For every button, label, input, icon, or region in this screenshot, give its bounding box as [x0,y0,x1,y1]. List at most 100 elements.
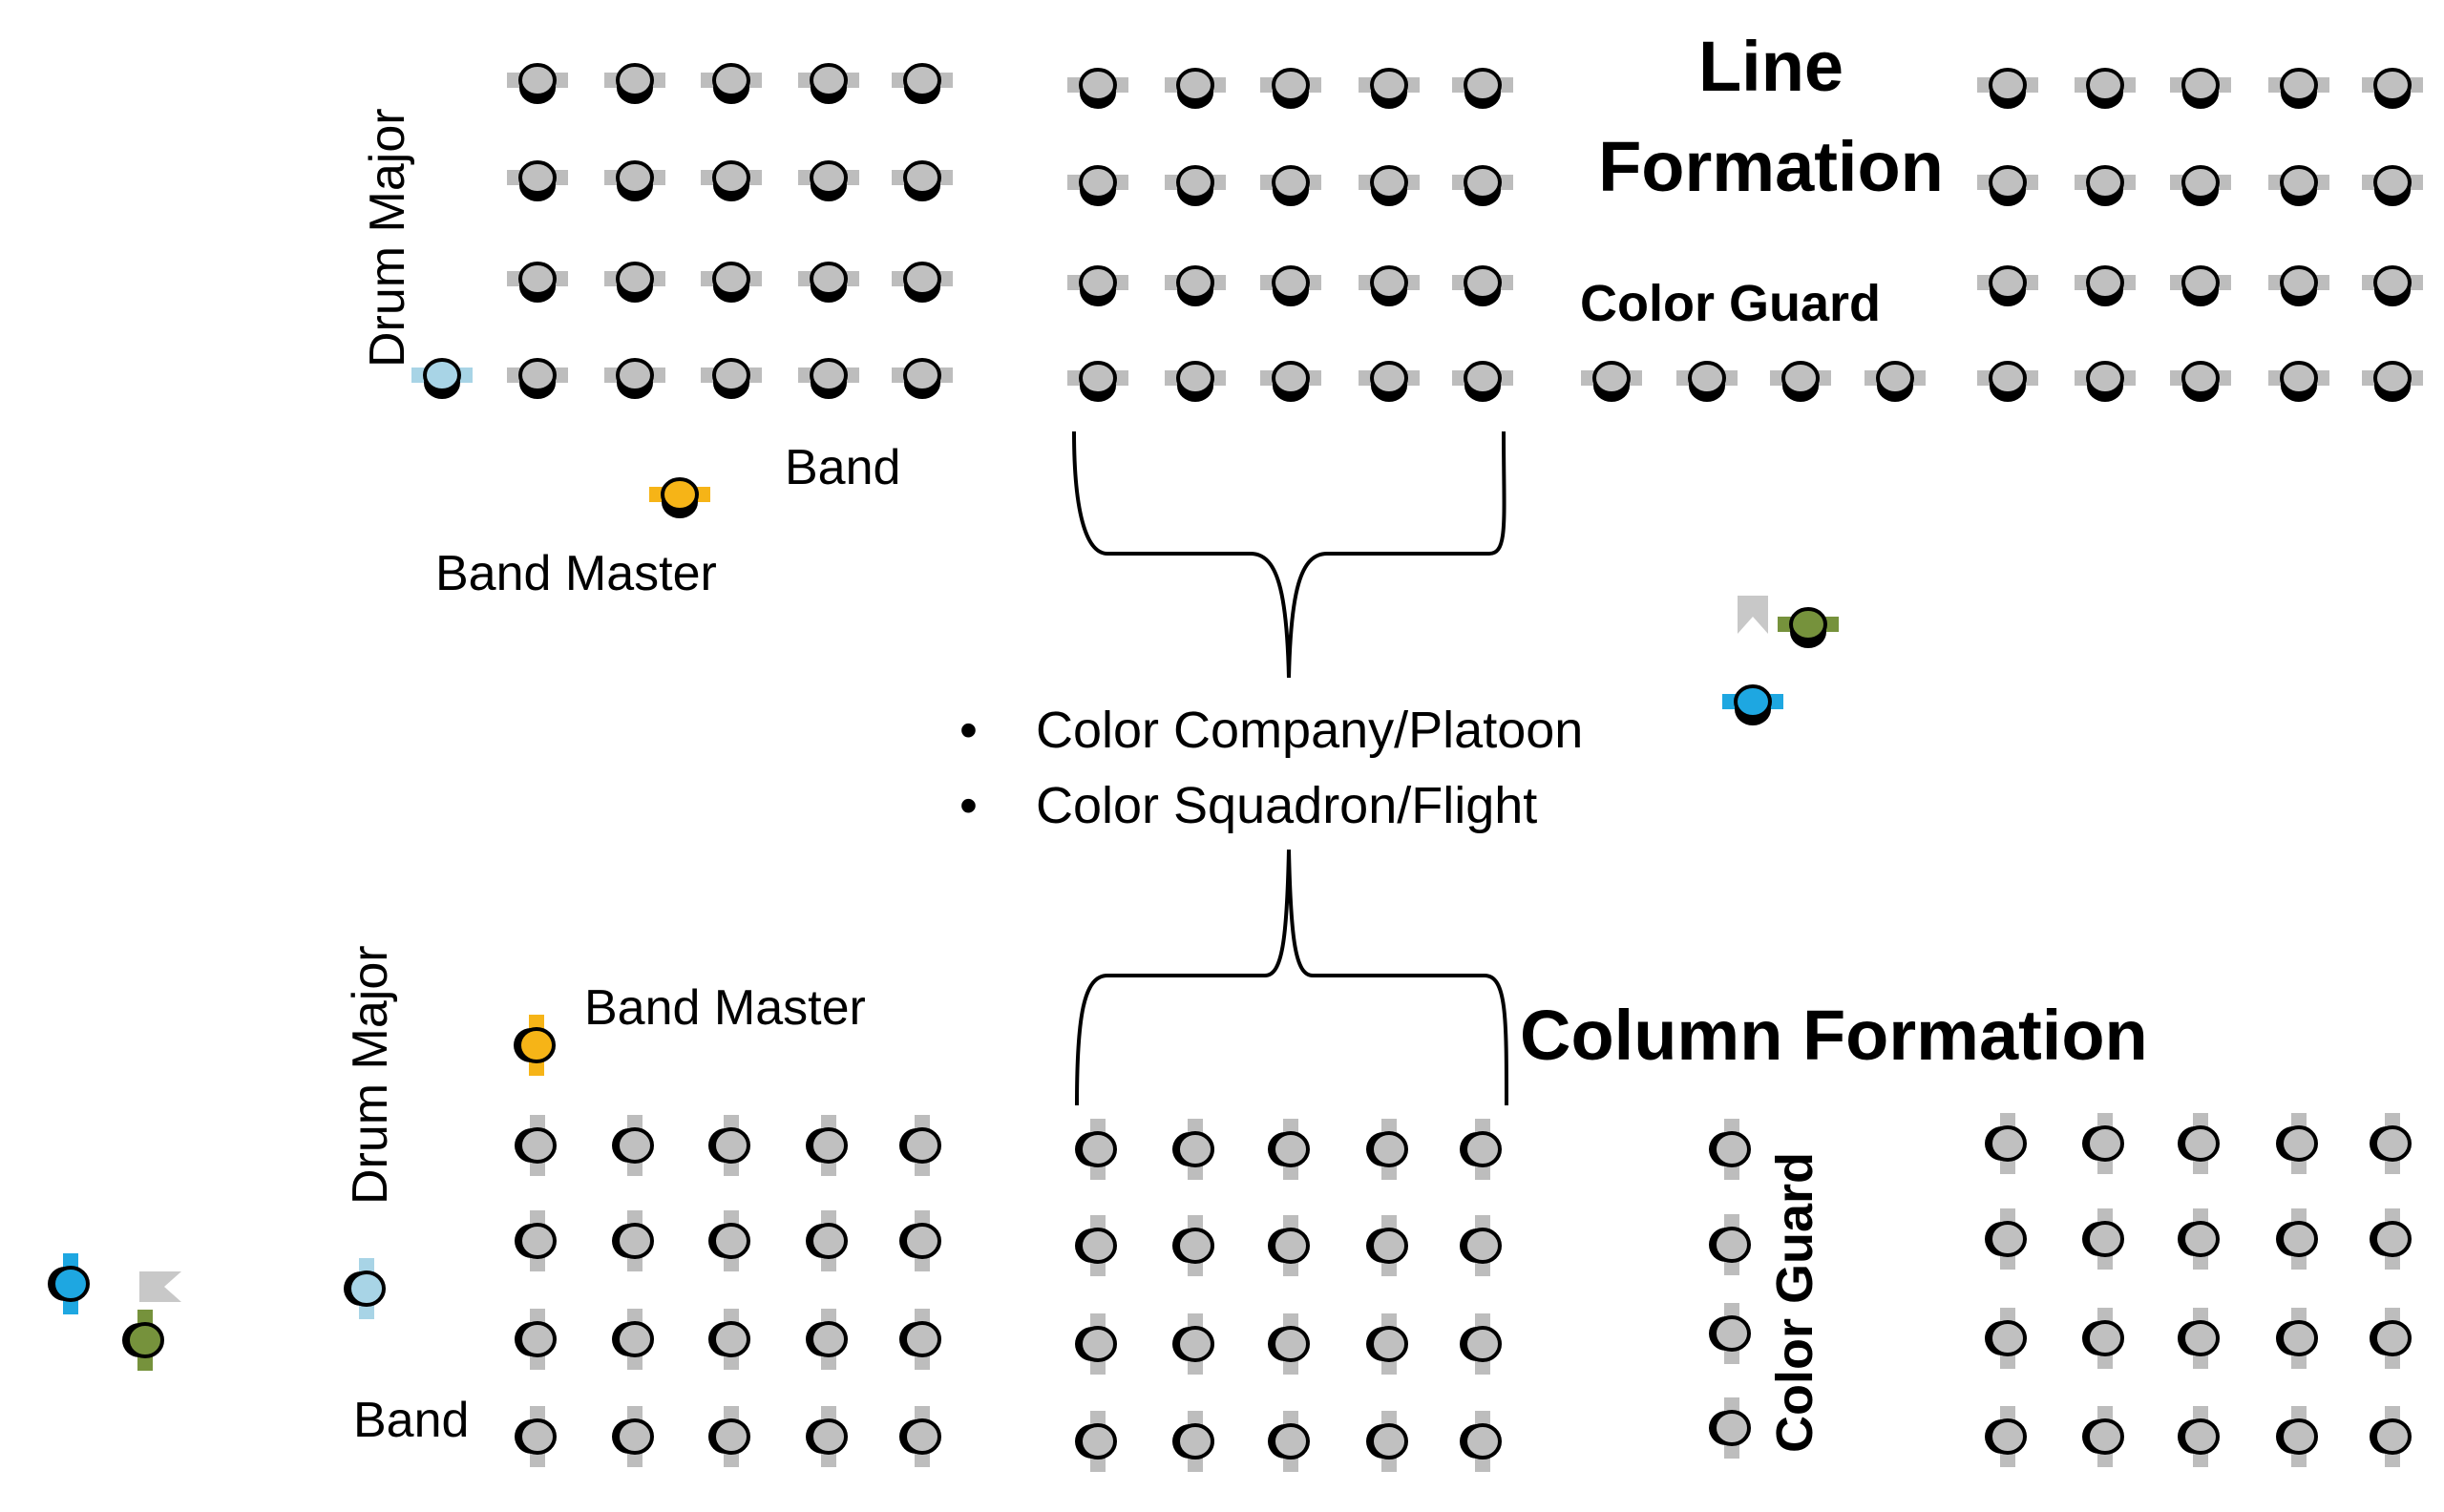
col-right-member [2082,1208,2124,1270]
column-right-block [1985,1113,2412,1467]
col-right-member [2370,1406,2412,1467]
line-right-member [2075,165,2136,206]
line-right-member [2170,68,2231,109]
line-company-member [1165,68,1226,109]
line-company-member [1260,165,1321,206]
line-band-member [798,160,859,201]
col-right-member [2276,1113,2318,1174]
line-right-member [1977,265,2038,306]
col-drum-major [344,1258,386,1319]
unit-item-color-company: Color Company/Platoon [1036,702,1583,759]
col-band-member [899,1115,941,1176]
line-leaders [411,358,1839,725]
line-band-member [604,160,665,201]
col-band-member [515,1309,557,1370]
col-band-master [514,1015,556,1076]
line-company-member [1260,68,1321,109]
line-band-member [604,63,665,104]
col-band-member [806,1210,848,1271]
column-drum-major-label: Drum Major [343,945,398,1205]
col-company-member [1075,1411,1117,1472]
line-drum-major [411,358,473,399]
line-company-member [1067,165,1128,206]
col-band-member [515,1210,557,1271]
line-band-member [798,63,859,104]
line-formation-title: Line [1698,27,1844,106]
line-band-member [507,358,568,399]
col-company-member [1460,1215,1502,1276]
col-commander [48,1253,90,1314]
line-right-member [2362,265,2423,306]
col-company-member [1460,1313,1502,1375]
line-right-member [1977,361,2038,402]
col-company-member [1268,1313,1310,1375]
line-company-member [1452,265,1513,306]
line-right-member [2362,68,2423,109]
line-company-member [1067,68,1128,109]
col-company-member [1172,1215,1214,1276]
col-company-member [1460,1119,1502,1180]
column-company-block [1075,1119,1502,1472]
line-guard-member [1770,361,1831,402]
col-right-member [2370,1308,2412,1369]
line-right-member [2075,265,2136,306]
col-company-member [1366,1411,1408,1472]
col-company-member [1075,1215,1117,1276]
col-guard-member [1709,1119,1751,1180]
column-color-guard-file [1709,1119,1751,1459]
line-right-member [2268,68,2329,109]
col-company-member [1075,1119,1117,1180]
col-guard-member [1709,1303,1751,1364]
line-band-member [892,160,953,201]
line-color-guard-label: Color Guard [1580,275,1881,332]
col-band-member [708,1115,750,1176]
col-right-member [1985,1208,2027,1270]
line-right-member [2170,165,2231,206]
unit-bullet-2: • [959,777,978,834]
line-company-member [1452,68,1513,109]
line-band-member [604,358,665,399]
line-company-block [1067,68,1513,402]
line-company-member [1067,265,1128,306]
col-guidon-flag [139,1271,181,1302]
line-band-member [701,262,762,303]
line-company-member [1452,165,1513,206]
line-band-member [892,358,953,399]
col-right-member [2178,1113,2220,1174]
line-band-label: Band [785,440,900,495]
line-guidon [1778,607,1839,648]
line-company-member [1359,68,1420,109]
line-band-member [892,262,953,303]
line-guard-member [1676,361,1738,402]
column-formation: Drum Major Band Master Band Column Forma… [48,849,2412,1472]
col-right-member [2276,1208,2318,1270]
line-formation-title-2: Formation [1598,127,1944,206]
col-company-member [1268,1411,1310,1472]
line-guidon-flag [1738,596,1768,634]
col-company-member [1366,1313,1408,1375]
line-band-master [649,477,710,518]
col-band-member [806,1309,848,1370]
line-guard-member [1865,361,1926,402]
line-band-member [604,262,665,303]
line-right-member [2362,165,2423,206]
top-brace [1072,430,1506,679]
column-band-block [515,1115,941,1467]
line-right-member [2268,165,2329,206]
col-band-member [899,1210,941,1271]
col-band-member [612,1309,654,1370]
col-company-member [1460,1411,1502,1472]
line-band-member [507,160,568,201]
line-band-member [798,358,859,399]
line-drum-major-label: Drum Major [360,108,415,368]
line-right-member [2075,68,2136,109]
col-band-member [806,1406,848,1467]
line-company-member [1165,361,1226,402]
col-right-member [2178,1406,2220,1467]
col-band-member [708,1309,750,1370]
col-company-member [1366,1119,1408,1180]
line-right-member [2170,361,2231,402]
line-guard-member [1581,361,1642,402]
col-guard-member [1709,1397,1751,1459]
